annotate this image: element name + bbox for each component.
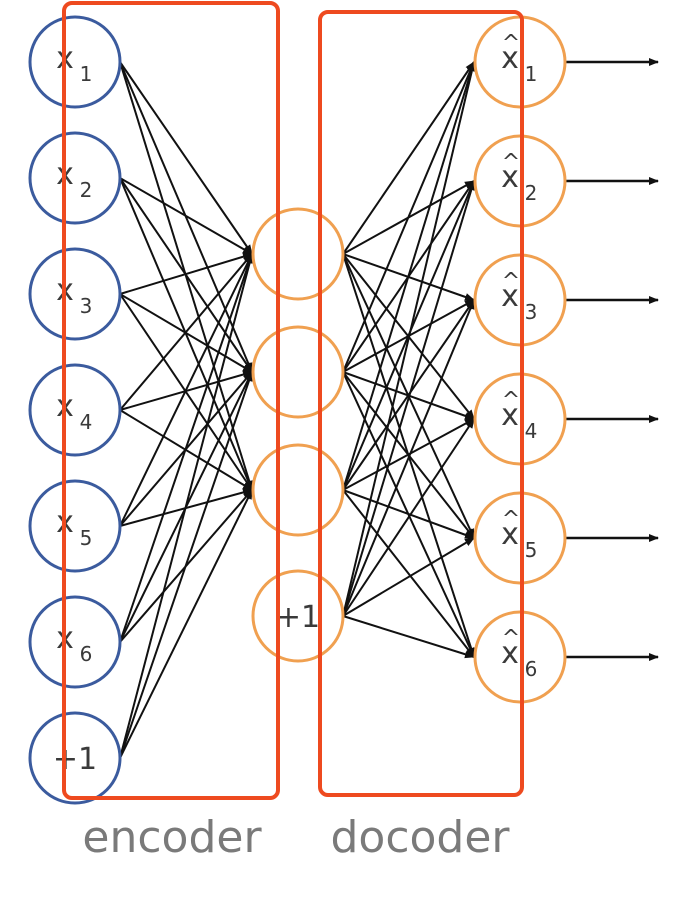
- hat-accent: ^: [502, 626, 520, 651]
- node-subscript: 1: [80, 62, 93, 86]
- decoder-edge: [342, 61, 476, 617]
- hidden-node: +1: [251, 569, 345, 663]
- hat-accent: ^: [502, 388, 520, 413]
- node-subscript: 6: [80, 642, 93, 666]
- encoder-edge: [119, 252, 253, 295]
- node-label: x: [501, 398, 519, 433]
- input-node-circle: [28, 711, 122, 805]
- node-label: +1: [276, 600, 320, 635]
- node-subscript: 3: [525, 300, 538, 324]
- decoder-edge: [342, 489, 475, 539]
- decoder-edge: [342, 61, 475, 255]
- node-label: x: [501, 517, 519, 552]
- decoder-edge: [342, 489, 475, 658]
- node-subscript: 4: [80, 410, 93, 434]
- decoder-edge: [342, 418, 475, 617]
- input-node-circle: [28, 131, 122, 225]
- encoder-edge: [119, 177, 253, 255]
- node-subscript: 5: [525, 538, 538, 562]
- hat-accent: ^: [502, 269, 520, 294]
- node-subscript: 1: [525, 62, 538, 86]
- encoder-edge: [119, 253, 253, 411]
- hat-accent: ^: [502, 31, 520, 56]
- hidden-node: [251, 325, 345, 419]
- encoder-edge: [119, 253, 253, 643]
- encoder-box: [62, 1, 280, 800]
- decoder-edge: [342, 615, 475, 659]
- node-label: +1: [53, 742, 97, 777]
- encoder-caption: encoder: [82, 812, 262, 863]
- hidden-node-circle: [251, 207, 345, 301]
- encoder-edge: [119, 489, 253, 759]
- node-subscript: 2: [80, 178, 93, 202]
- encoder-edge: [119, 61, 253, 255]
- hidden-node-circle: [251, 443, 345, 537]
- node-label: x: [501, 160, 519, 195]
- input-node: +1: [28, 711, 122, 805]
- hat-accent: ^: [502, 150, 520, 175]
- encoder-edge: [119, 371, 253, 759]
- input-node-circle: [28, 479, 122, 573]
- input-node-circle: [28, 363, 122, 457]
- input-node-circle: [28, 15, 122, 109]
- decoder-edge: [342, 537, 475, 617]
- decoder-caption: docoder: [330, 812, 510, 863]
- input-node-circle: [28, 247, 122, 341]
- decoder-edge: [342, 299, 475, 617]
- hidden-node-circle: [251, 325, 345, 419]
- node-label: x: [501, 636, 519, 671]
- encoder-edge: [119, 253, 253, 527]
- decoder-edge: [342, 61, 475, 373]
- edges-layer: [119, 58, 659, 759]
- decoder-edge: [342, 418, 475, 491]
- decoder-edge: [342, 299, 475, 491]
- encoder-edge: [119, 253, 254, 759]
- hidden-node: [251, 443, 345, 537]
- node-subscript: 3: [80, 294, 93, 318]
- node-subscript: 2: [525, 181, 538, 205]
- boxes-layer: [62, 1, 524, 800]
- node-subscript: 6: [525, 657, 538, 681]
- hat-accent: ^: [502, 507, 520, 532]
- decoder-edge: [342, 180, 476, 617]
- node-label: x: [501, 41, 519, 76]
- input-node-circle: [28, 595, 122, 689]
- node-subscript: 5: [80, 526, 93, 550]
- decoder-edge: [342, 61, 476, 491]
- decoder-box: [318, 10, 524, 797]
- node-subscript: 4: [525, 419, 538, 443]
- node-label: x: [501, 279, 519, 314]
- hidden-node: [251, 207, 345, 301]
